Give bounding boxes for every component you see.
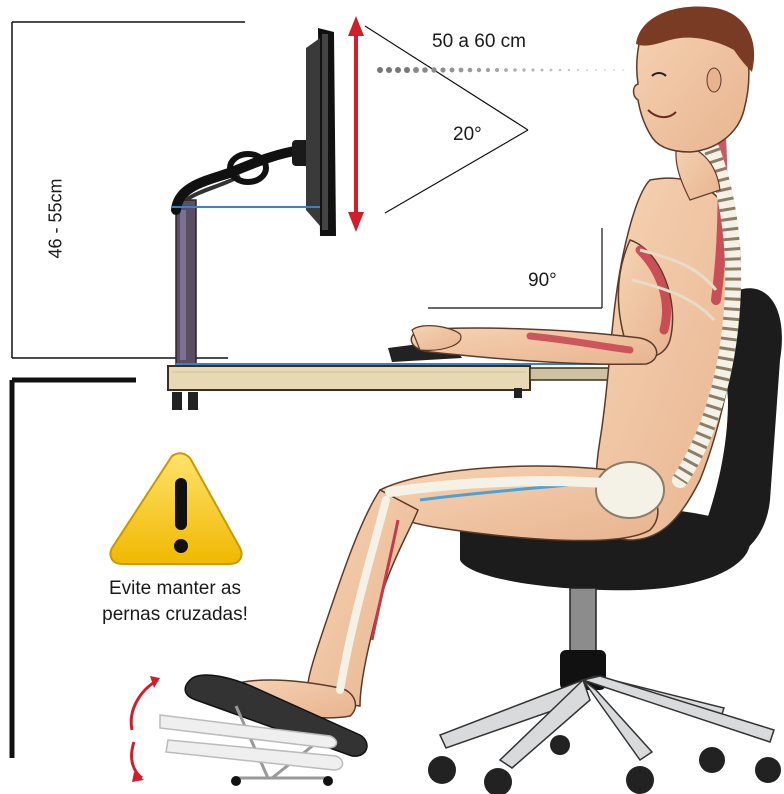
viewing-distance-label: 50 a 60 cm — [432, 31, 526, 53]
floor-corner-line — [12, 380, 136, 758]
warning-triangle-icon — [110, 453, 241, 564]
view-angle-label: 20° — [453, 124, 482, 146]
warning-message: Evite manter as pernas cruzadas! — [60, 576, 290, 628]
view-angle-lines — [365, 26, 528, 213]
monitor — [306, 28, 336, 236]
monitor-height-arrow — [348, 16, 364, 232]
desk-height-label: 46 - 55cm — [46, 169, 67, 269]
monitor-arm — [176, 140, 310, 365]
elbow-angle-marker — [428, 228, 602, 308]
tilt-arrows — [131, 676, 160, 782]
desk — [168, 366, 630, 410]
warning-line-2: pernas cruzadas! — [60, 602, 290, 628]
elbow-angle-label: 90° — [528, 270, 557, 292]
sight-line — [377, 67, 624, 73]
warning-line-1: Evite manter as — [60, 576, 290, 602]
